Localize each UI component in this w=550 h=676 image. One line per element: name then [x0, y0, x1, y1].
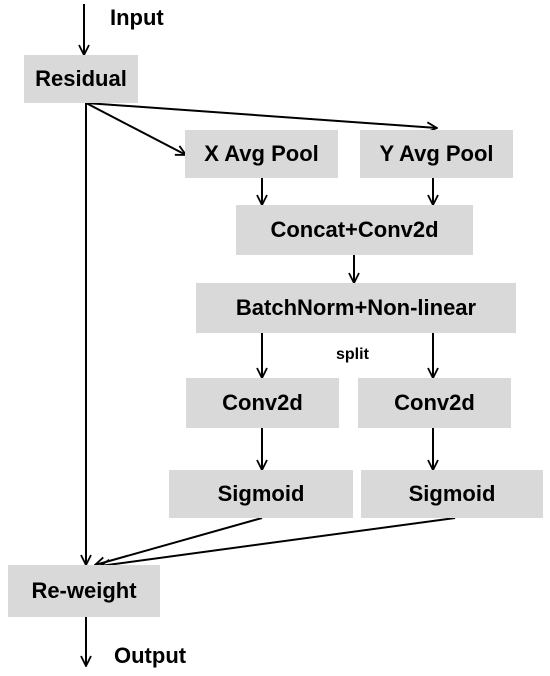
input-label: Input [110, 5, 164, 30]
y-avg-pool-box: Y Avg Pool [360, 130, 513, 178]
x-avg-pool-box: X Avg Pool [185, 130, 338, 178]
sigmoid-left-box: Sigmoid [169, 470, 353, 518]
sigmoid-right-box: Sigmoid [361, 470, 543, 518]
concat-conv2d-box: Concat+Conv2d [236, 205, 473, 255]
batchnorm-nonlinear-box: BatchNorm+Non-linear [196, 283, 516, 333]
output-label: Output [114, 643, 187, 668]
arrow-residual-to-x-avg-pool [85, 102, 186, 155]
conv2d-left-box: Conv2d [186, 378, 339, 428]
arrow-sigmoid-left-to-reweight [95, 517, 263, 565]
reweight-box: Re-weight [8, 565, 160, 617]
residual-box: Residual [24, 55, 138, 103]
conv2d-right-box: Conv2d [358, 378, 511, 428]
arrow-residual-to-y-avg-pool [85, 102, 437, 128]
split-label: split [336, 346, 369, 363]
arrow-sigmoid-right-to-reweight [100, 517, 456, 566]
